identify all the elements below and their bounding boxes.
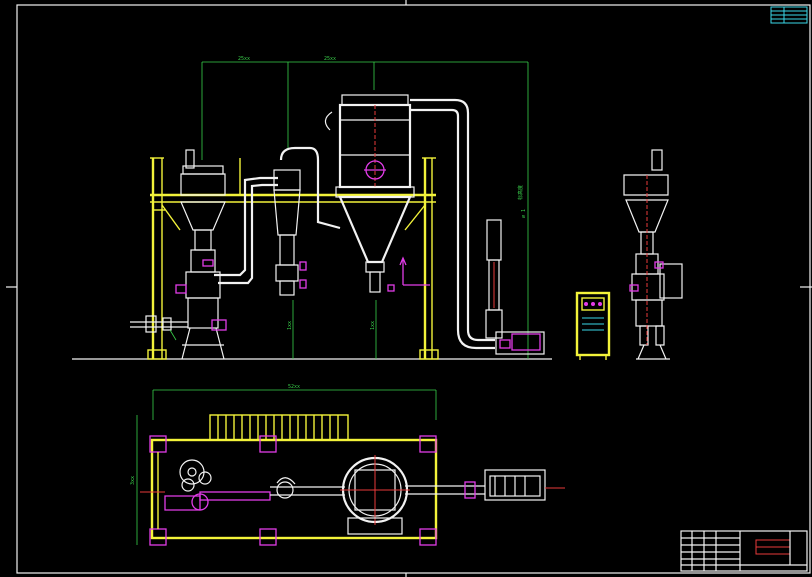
pipe-mill-to-cyclone <box>214 176 278 285</box>
title-block <box>680 530 808 572</box>
dim-label-plan-depth: 3xx <box>130 476 136 485</box>
dim-label-plan-width: 52xx <box>288 384 300 390</box>
duct-to-fan <box>410 98 495 350</box>
svg-text:⌀ 1: ⌀ 1 <box>521 209 527 218</box>
dim-label-top-right: 25xx <box>324 56 336 62</box>
dim-label-vertical: 标高度 <box>517 185 524 200</box>
plan-view: 52xx 3xx <box>130 384 565 546</box>
mill-side-view <box>623 149 683 360</box>
dimension-top: 25xx 25xx 标高度 ⌀ 1 <box>201 56 529 359</box>
dim-label-top-left: 25xx <box>238 56 250 62</box>
drawing-index-box <box>770 6 808 24</box>
dimension-heights: 1xx 1xx <box>287 300 377 359</box>
bag-filter-collector <box>324 94 430 293</box>
control-cabinet <box>575 291 611 360</box>
induced-draft-fan <box>485 219 545 355</box>
dim-label-h-mid: 1xx <box>370 321 376 330</box>
sheet-border <box>6 0 812 577</box>
dim-label-h-left: 1xx <box>287 321 293 330</box>
jet-mill-unit <box>130 149 227 360</box>
cyclone-separator <box>273 146 341 296</box>
